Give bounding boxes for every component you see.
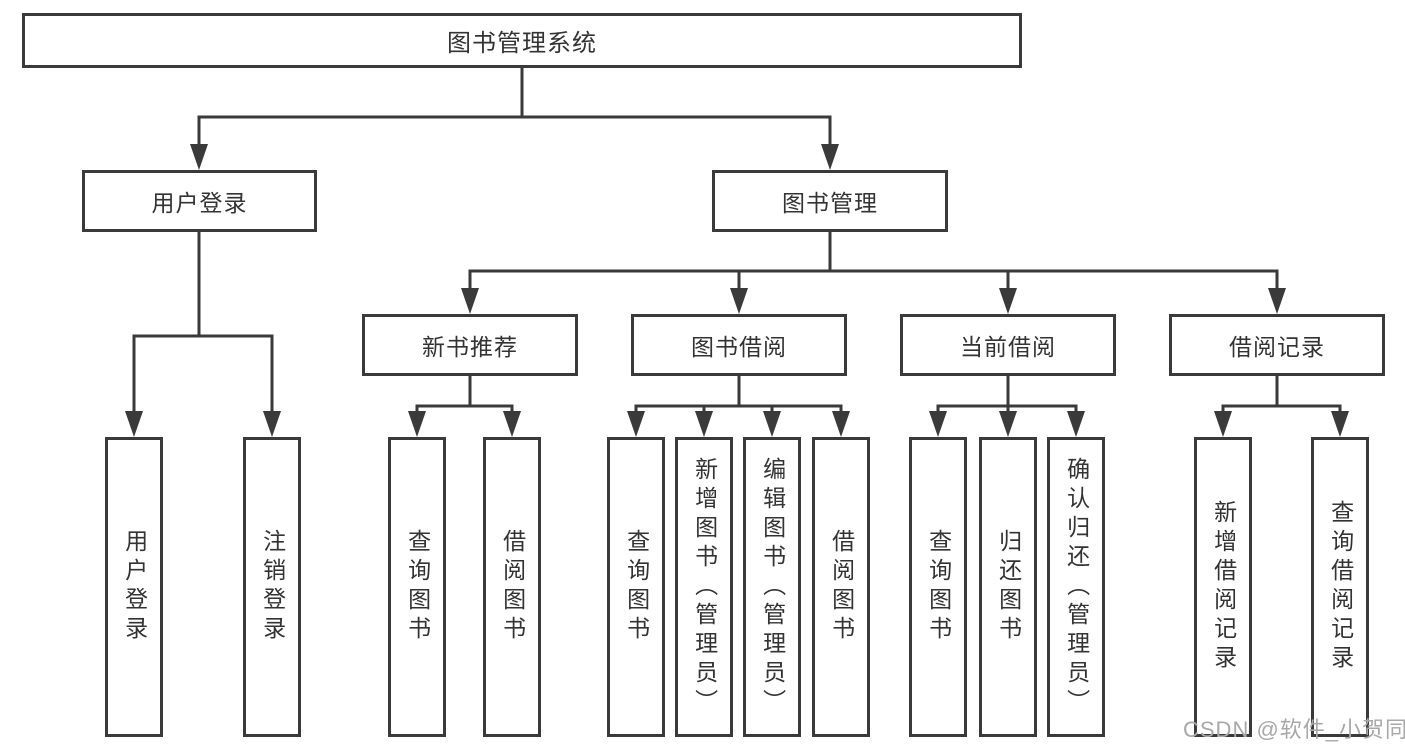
- node-current-borrowing: 当前借阅: [900, 314, 1116, 376]
- leaf-query-books-3: 查询图书: [909, 437, 967, 737]
- node-user-login-label: 用户登录: [151, 190, 248, 216]
- node-book-management-label: 图书管理: [782, 190, 878, 216]
- leaf-add-borrow-record-label: 新增借阅记录: [1210, 500, 1237, 674]
- leaf-query-books-3-label: 查询图书: [925, 529, 952, 645]
- leaf-query-borrow-record: 查询借阅记录: [1311, 437, 1369, 737]
- node-root: 图书管理系统: [22, 13, 1022, 68]
- node-borrowing-records-label: 借阅记录: [1229, 334, 1325, 360]
- leaf-user-login-label: 用户登录: [121, 529, 148, 645]
- watermark-text: CSDN @软件_小贺同学: [1183, 717, 1405, 742]
- leaf-return-book-label: 归还图书: [995, 529, 1022, 645]
- leaf-query-books-1-label: 查询图书: [404, 529, 431, 645]
- node-new-book-recommendation-label: 新书推荐: [422, 334, 518, 360]
- leaf-borrow-books-1: 借阅图书: [483, 437, 541, 737]
- leaf-add-borrow-record: 新增借阅记录: [1194, 437, 1252, 737]
- leaf-logout: 注销登录: [243, 437, 301, 737]
- node-book-management: 图书管理: [712, 170, 948, 232]
- leaf-query-books-1: 查询图书: [388, 437, 446, 737]
- node-borrowing-records: 借阅记录: [1169, 314, 1385, 376]
- leaf-add-book-admin: 新增图书（管理员）: [675, 437, 733, 737]
- leaf-user-login: 用户登录: [105, 437, 163, 737]
- node-user-login: 用户登录: [82, 170, 317, 232]
- leaf-borrow-books-1-label: 借阅图书: [499, 529, 526, 645]
- leaf-edit-book-admin-label: 编辑图书（管理员）: [759, 456, 786, 718]
- leaf-query-borrow-record-label: 查询借阅记录: [1327, 500, 1354, 674]
- leaf-logout-label: 注销登录: [259, 529, 286, 645]
- leaf-query-books-2: 查询图书: [607, 437, 665, 737]
- node-root-label: 图书管理系统: [447, 30, 597, 57]
- node-new-book-recommendation: 新书推荐: [362, 314, 578, 376]
- leaf-confirm-return-admin-label: 确认归还（管理员）: [1063, 456, 1090, 718]
- node-book-borrowing-label: 图书借阅: [691, 334, 787, 360]
- leaf-add-book-admin-label: 新增图书（管理员）: [691, 456, 718, 718]
- leaf-borrow-books-2: 借阅图书: [812, 437, 870, 737]
- leaf-borrow-books-2-label: 借阅图书: [828, 529, 855, 645]
- node-book-borrowing: 图书借阅: [631, 314, 847, 376]
- leaf-edit-book-admin: 编辑图书（管理员）: [743, 437, 801, 737]
- leaf-query-books-2-label: 查询图书: [623, 529, 650, 645]
- node-current-borrowing-label: 当前借阅: [960, 334, 1056, 360]
- leaf-return-book: 归还图书: [979, 437, 1037, 737]
- leaf-confirm-return-admin: 确认归还（管理员）: [1047, 437, 1105, 737]
